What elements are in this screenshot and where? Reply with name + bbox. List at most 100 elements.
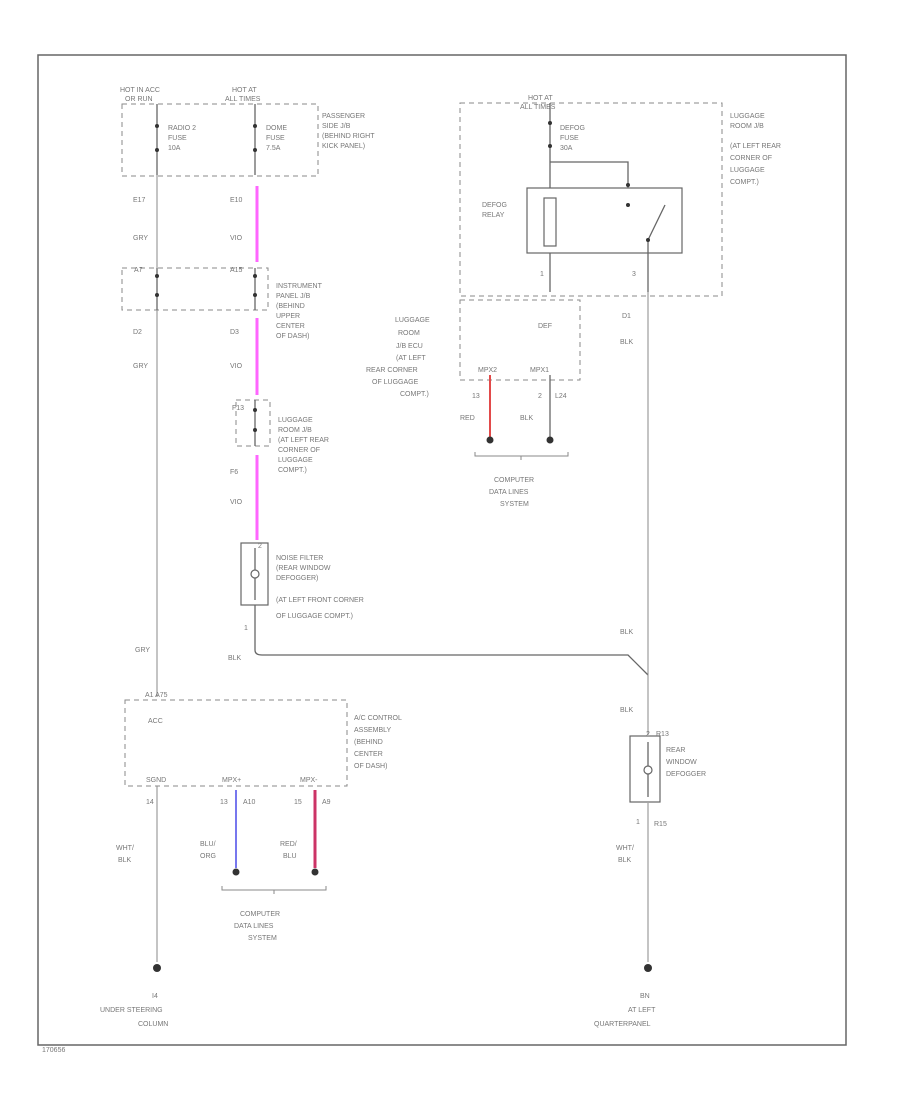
ip-jb-box [121, 267, 269, 311]
connector-label: L24 [555, 393, 567, 400]
fuse-terminal [548, 121, 552, 125]
defogger-label: WINDOW [666, 759, 697, 766]
wire-color-label: WHT/ [616, 845, 634, 852]
wire-end-dot [311, 868, 319, 876]
ip-jb-location: PANEL J/B [276, 293, 311, 300]
connector-pin [253, 293, 257, 297]
pin-label: 2 [258, 543, 262, 550]
pin-label: 1 [540, 271, 544, 278]
ground-label: AT LEFT [628, 1007, 656, 1014]
passenger-jb-location: (BEHIND RIGHT [322, 133, 375, 140]
pin-label: D1 [622, 313, 631, 320]
pin-label: 2 [646, 731, 650, 738]
dome-fuse-label: FUSE [266, 135, 285, 142]
pin-label: E17 [133, 197, 146, 204]
hot-left-label: HOT IN ACC [120, 87, 160, 94]
ground-label: UNDER STEERING [100, 1007, 163, 1014]
ip-jb-location: UPPER [276, 313, 300, 320]
luggage-ecu-location: ROOM [398, 330, 420, 337]
pin-label: 3 [632, 271, 636, 278]
system-label: SYSTEM [248, 935, 277, 942]
pin-label: D2 [133, 329, 142, 336]
defog-fuse-label: FUSE [560, 135, 579, 142]
connector-pin [253, 408, 257, 412]
defogger-grid [643, 765, 653, 775]
defog-jb-location: (AT LEFT REAR [730, 143, 781, 150]
wire-end-dot [546, 436, 554, 444]
wire-end-dot [486, 436, 494, 444]
wire-end-dot [232, 868, 240, 876]
luggage-ecu-def-label: DEF [538, 323, 552, 330]
wire-color-label: BLK [618, 857, 632, 864]
luggage-ecu-location: J/B ECU [396, 343, 423, 350]
pin-number: 13 [220, 799, 228, 806]
passenger-jb-location: PASSENGER [322, 113, 365, 120]
fuse-terminal [548, 144, 552, 148]
luggage-ecu-location: (AT LEFT [396, 355, 426, 362]
luggage-room-jb-center: F13 LUGGAGE ROOM J/B (AT LEFT REAR CORNE… [232, 399, 329, 474]
connector-label: R13 [656, 731, 669, 738]
luggage-ecu-location: OF LUGGAGE [372, 379, 419, 386]
luggage-jb-location: (AT LEFT REAR [278, 437, 329, 444]
noise-filter: 2 NOISE FILTER (REAR WINDOW DEFOGGER) (A… [228, 542, 649, 676]
defog-fuse-rating: 30A [560, 145, 573, 152]
luggage-jb-location: COMPT.) [278, 467, 307, 474]
wire-color-label: GRY [133, 363, 148, 370]
pin-label: A15 [230, 267, 243, 274]
ac-control-location: A/C CONTROL [354, 715, 402, 722]
ac-control-box [124, 699, 348, 787]
pin-label: SGND [146, 777, 166, 784]
ground-label: I4 [152, 993, 158, 1000]
passenger-jb: HOT IN ACC OR RUN HOT AT ALL TIMES RADIO… [120, 87, 375, 177]
pin-label: F13 [232, 405, 244, 412]
noise-filter-label: DEFOGGER) [276, 575, 318, 582]
system-bracket [474, 452, 569, 460]
ac-control-location: ASSEMBLY [354, 727, 392, 734]
ac-control-location: (BEHIND [354, 739, 383, 746]
wire-color-label: GRY [135, 647, 150, 654]
noise-filter-label: NOISE FILTER [276, 555, 323, 562]
defog-jb-location: LUGGAGE [730, 167, 765, 174]
ip-jb-location: (BEHIND [276, 303, 305, 310]
wire-color-label: RED/ [280, 841, 297, 848]
ip-jb-location: CENTER [276, 323, 305, 330]
wire-color-label: BLK [118, 857, 132, 864]
wire-color-label: BLU [283, 853, 297, 860]
hot-left-label-2: OR RUN [125, 96, 153, 103]
fuse-terminal [155, 124, 159, 128]
defog-jb-location: ROOM J/B [730, 123, 764, 130]
wire-color-label: BLK [620, 707, 634, 714]
defogger-label: REAR [666, 747, 685, 754]
connector-pin [253, 428, 257, 432]
connector-pin [155, 274, 159, 278]
ac-control-assembly: A1 A75 ACC SGND MPX+ MPX- A/C CONTROL AS… [124, 692, 402, 962]
defog-fuse-label: DEFOG [560, 125, 585, 132]
luggage-jb-box [235, 399, 271, 447]
pin-label: MPX+ [222, 777, 241, 784]
pin-label: MPX1 [530, 367, 549, 374]
pin-label: MPX- [300, 777, 318, 784]
defog-jb-location: CORNER OF [730, 155, 772, 162]
ground-label: BN [640, 993, 650, 1000]
dome-fuse-label: DOME [266, 125, 287, 132]
relay-switch-contact [647, 204, 666, 241]
defog-jb-box [459, 102, 723, 297]
wire-color-label: GRY [133, 235, 148, 242]
defog-jb-location: COMPT.) [730, 179, 759, 186]
radio2-fuse-label: FUSE [168, 135, 187, 142]
noise-filter-label: OF LUGGAGE COMPT.) [276, 613, 353, 620]
luggage-jb-location: CORNER OF [278, 447, 320, 454]
instrument-panel-jb: A7 A15 INSTRUMENT PANEL J/B (BEHIND UPPE… [121, 267, 323, 340]
pin-number: 2 [538, 393, 542, 400]
center-wire-run: E10 VIO D3 VIO F6 VIO [230, 186, 259, 540]
fuse-terminal [253, 148, 257, 152]
ground-label: QUARTERPANEL [594, 1021, 651, 1028]
defog-relay-jb: HOT AT ALL TIMES DEFOG FUSE 30A DEFOG RE… [459, 95, 781, 297]
ip-jb-location: INSTRUMENT [276, 283, 323, 290]
noise-filter-label: (AT LEFT FRONT CORNER [276, 597, 364, 604]
pin-label: 1 [244, 625, 248, 632]
system-bracket [221, 886, 327, 894]
wire-color-label: BLK [228, 655, 242, 662]
hot-label-2: ALL TIMES [520, 104, 556, 111]
